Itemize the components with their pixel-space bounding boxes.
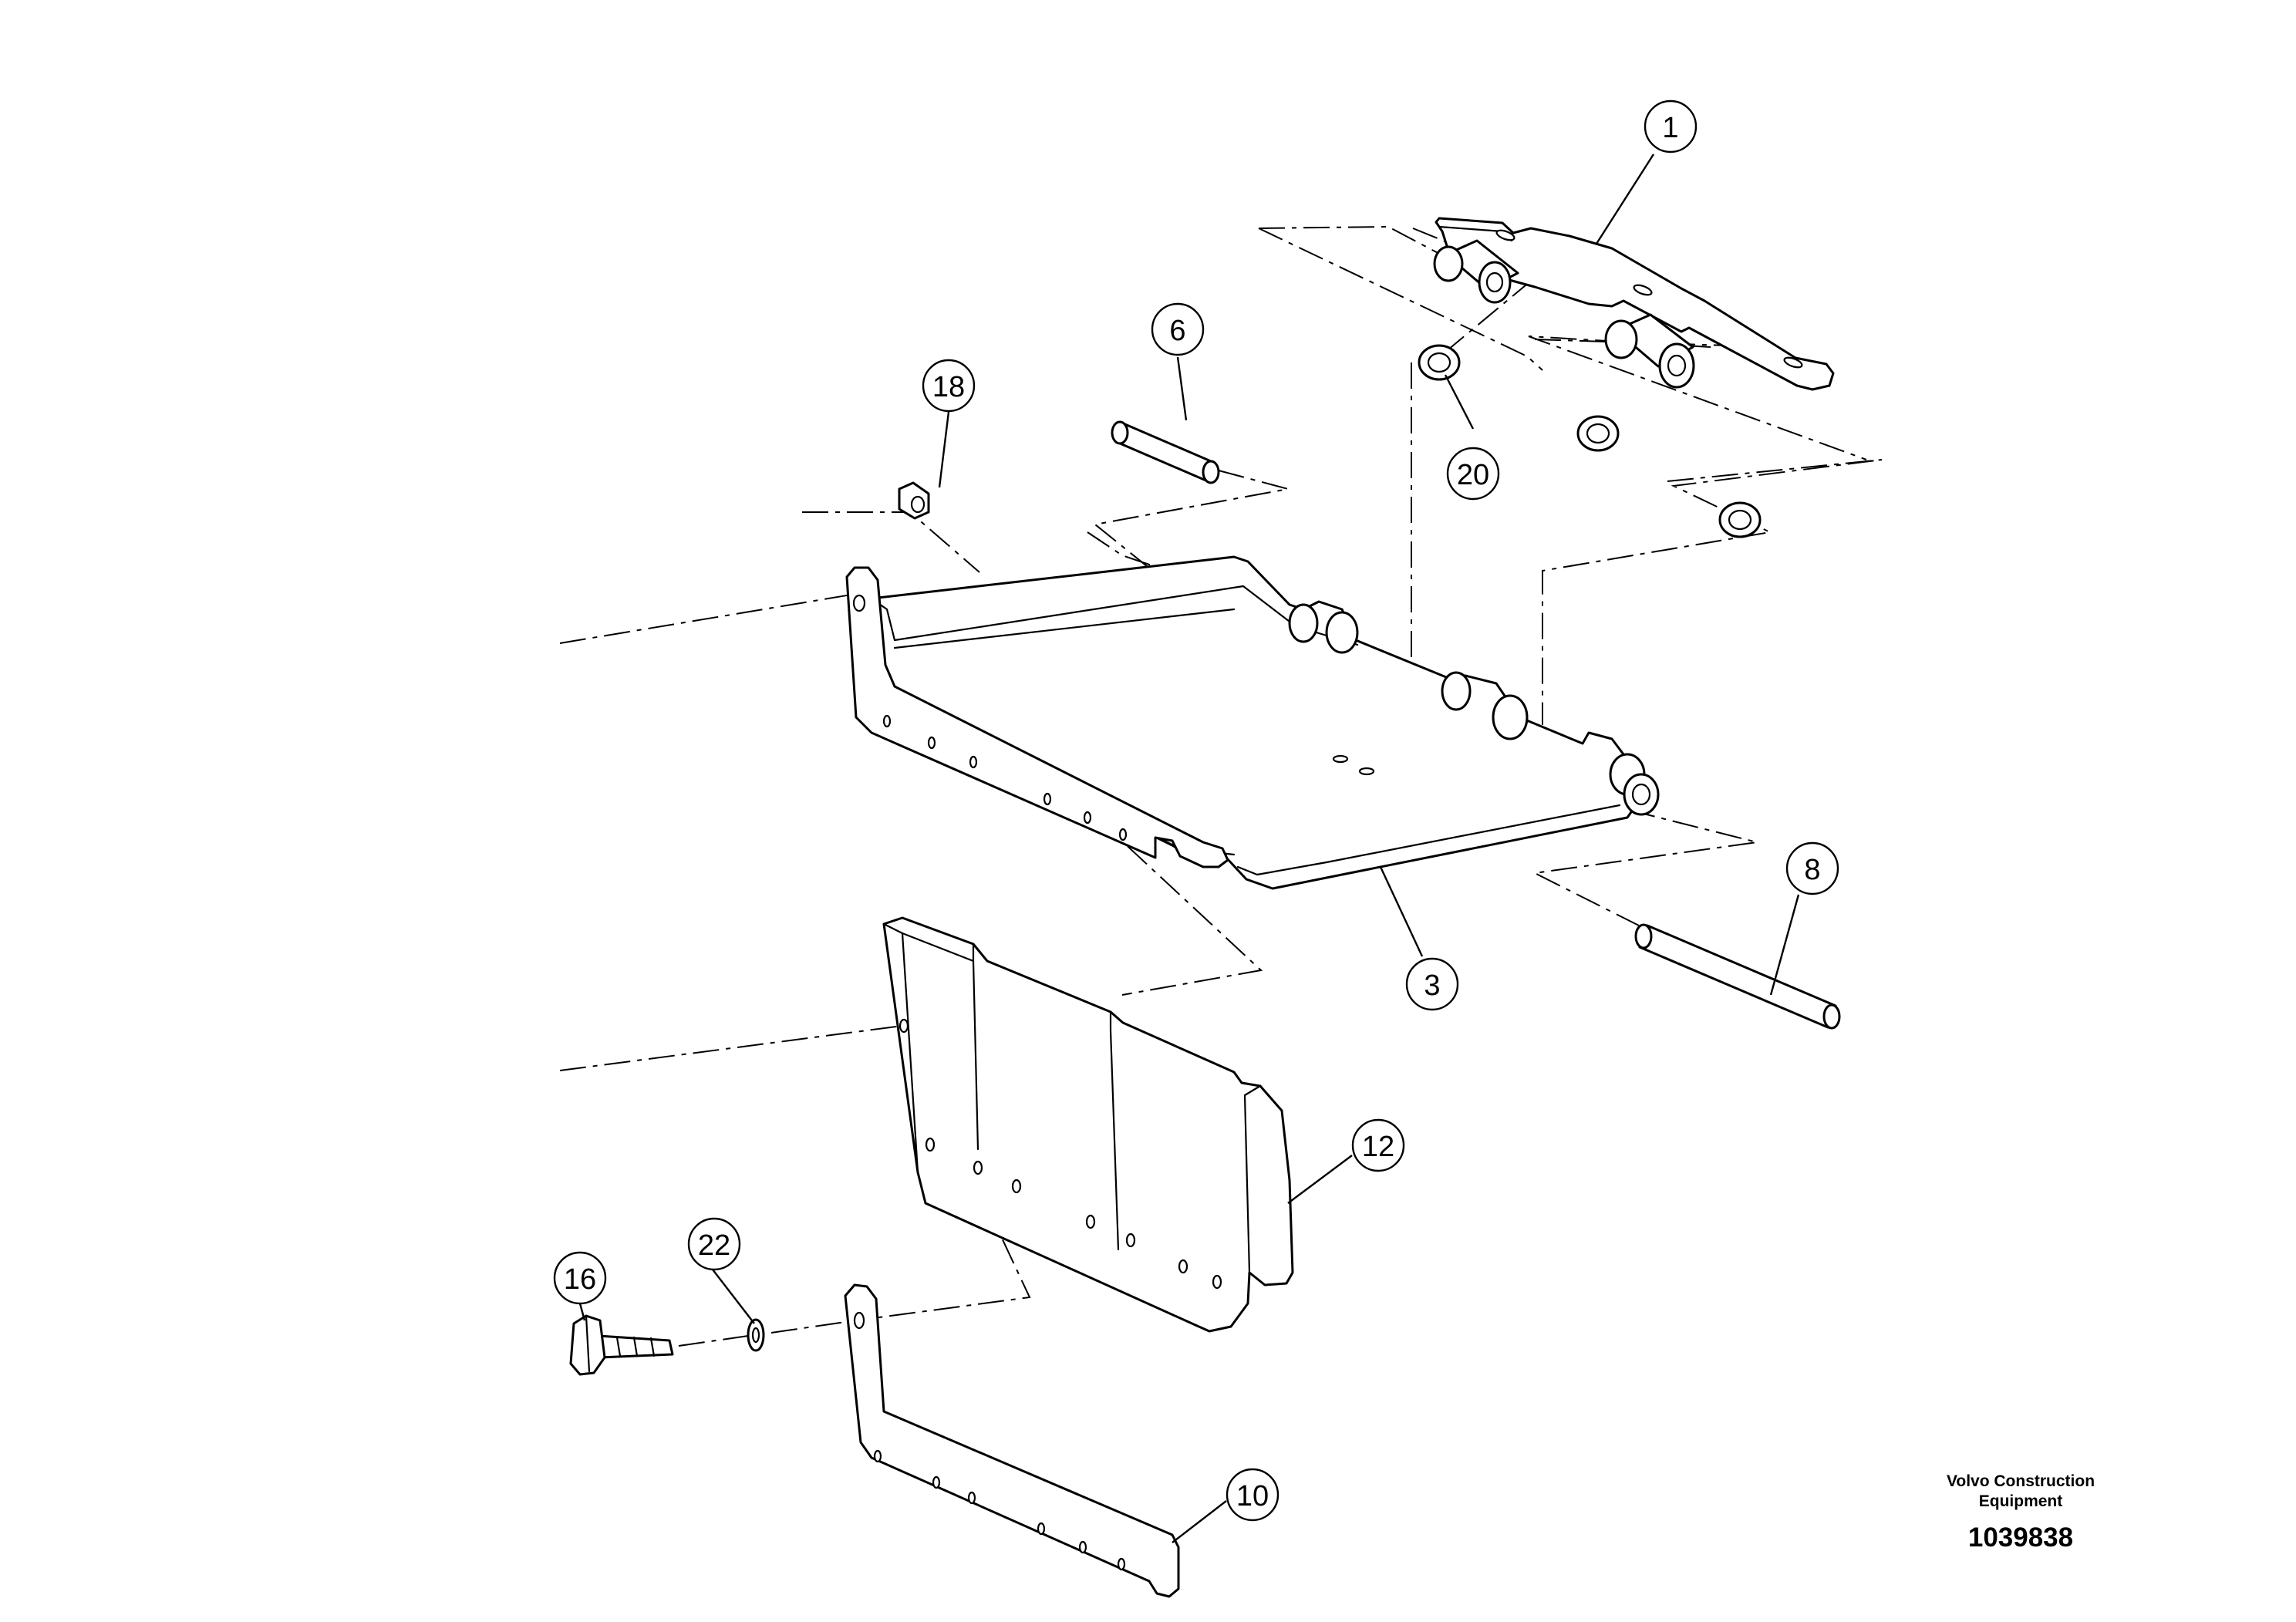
- callout-10: 10: [1226, 1468, 1279, 1522]
- callout-8-label: 8: [1804, 854, 1820, 886]
- callout-6: 6: [1151, 302, 1205, 356]
- callout-16: 16: [553, 1251, 607, 1305]
- part-22-washer: [747, 1318, 765, 1352]
- callout-22-label: 22: [698, 1229, 730, 1262]
- company-name-line2: Equipment: [1978, 1492, 2063, 1510]
- part-18-nut: [898, 481, 930, 520]
- callout-22: 22: [687, 1217, 741, 1271]
- part-3-main-plate: [845, 555, 1660, 890]
- callout-12-label: 12: [1362, 1131, 1394, 1163]
- part-20-bushings: [1418, 344, 1762, 538]
- callout-20-label: 20: [1457, 459, 1489, 491]
- part-10-bracket: [844, 1283, 1180, 1598]
- part-8-long-pin: [1634, 923, 1841, 1030]
- callout-12: 12: [1351, 1118, 1405, 1172]
- part-16-bolt: [569, 1314, 674, 1376]
- callout-10-label: 10: [1236, 1480, 1269, 1512]
- callout-16-label: 16: [564, 1263, 596, 1296]
- part-1-hinge-strip: [1433, 217, 1835, 391]
- callout-3: 3: [1405, 957, 1459, 1011]
- callout-1: 1: [1644, 99, 1698, 153]
- part-6-short-pin: [1111, 420, 1220, 484]
- part-12-wear-block: [882, 916, 1294, 1333]
- drawing-number: 1039838: [1967, 1523, 2074, 1553]
- callout-20: 20: [1446, 447, 1500, 501]
- leader-lines: [578, 153, 1800, 1543]
- callout-18-label: 18: [932, 371, 965, 403]
- callout-6-label: 6: [1169, 315, 1185, 347]
- callout-1-label: 1: [1662, 112, 1678, 144]
- callout-3-label: 3: [1424, 969, 1440, 1002]
- drawing-footer: Volvo Construction Equipment 1039838: [1905, 1472, 2136, 1553]
- callout-8: 8: [1785, 841, 1839, 895]
- company-name-line1: Volvo Construction: [1946, 1472, 2095, 1490]
- callout-18: 18: [922, 359, 976, 413]
